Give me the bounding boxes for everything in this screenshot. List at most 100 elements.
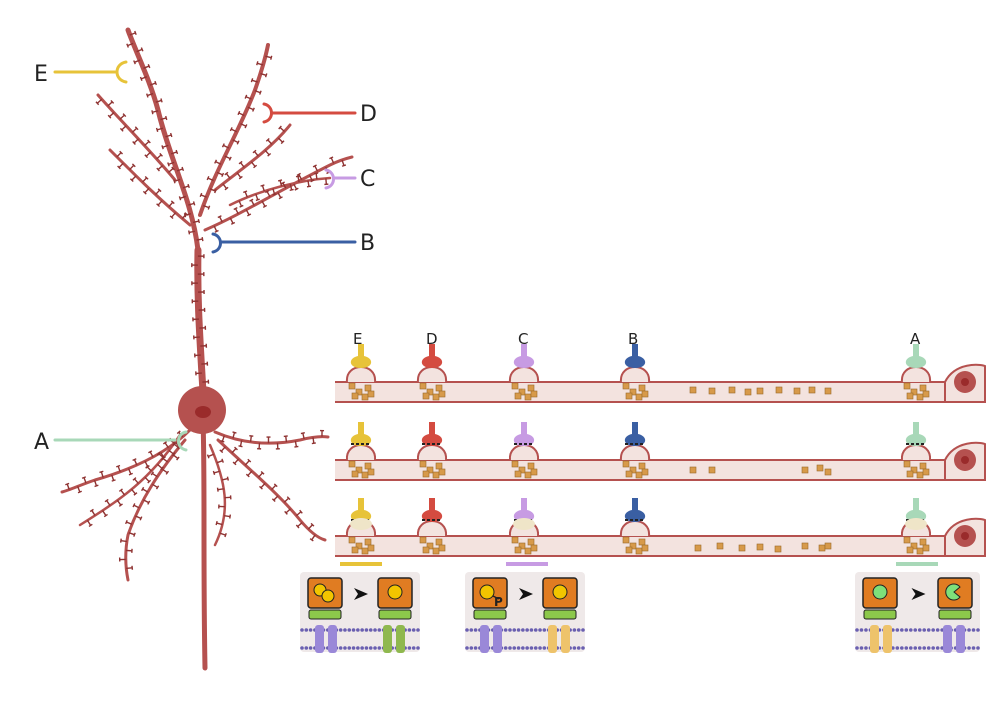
spine-head	[176, 430, 181, 435]
spine-head	[253, 164, 258, 169]
granule	[903, 382, 911, 390]
spine	[279, 126, 285, 132]
spine	[144, 476, 150, 483]
presynaptic-terminal	[513, 498, 535, 522]
dendritic-spines	[65, 30, 347, 570]
spine	[77, 486, 81, 493]
enlarged-spine	[905, 518, 927, 530]
lipid-head	[465, 628, 469, 632]
lipid-head	[971, 646, 976, 650]
spine	[257, 472, 264, 478]
spine	[213, 225, 218, 232]
lipid-head	[913, 646, 918, 650]
lipid-head	[508, 646, 512, 650]
spine-head	[132, 141, 136, 145]
spine-head	[206, 454, 210, 459]
spine	[131, 175, 137, 181]
spine-head	[900, 444, 932, 461]
spine	[250, 199, 255, 206]
spine-head	[99, 470, 104, 474]
spine	[247, 106, 254, 111]
granule	[635, 547, 643, 555]
spine	[168, 201, 174, 208]
spine	[66, 483, 70, 490]
spine	[282, 182, 287, 189]
granule	[625, 392, 633, 400]
granule	[774, 545, 782, 553]
spine	[152, 483, 158, 489]
granule	[419, 536, 427, 544]
neuron-inputs	[53, 60, 357, 452]
spine	[302, 432, 305, 440]
granule	[367, 544, 375, 552]
spine	[224, 514, 231, 518]
dendrite-label-b: B	[628, 330, 638, 348]
spine	[207, 453, 215, 458]
granule	[818, 544, 826, 552]
spine-head	[88, 523, 93, 528]
spine-head	[155, 127, 159, 133]
spine	[330, 157, 335, 164]
spine-head	[221, 172, 225, 177]
receptor-base	[473, 609, 507, 620]
presynaptic-terminal	[350, 498, 372, 522]
spine-head	[238, 175, 243, 180]
granule	[438, 544, 446, 552]
spine	[121, 125, 127, 131]
spine	[289, 183, 293, 191]
spine	[264, 149, 270, 156]
spine-head	[247, 458, 252, 463]
spine-head	[416, 366, 448, 383]
presynaptic-terminal	[624, 344, 646, 368]
nucleus	[195, 406, 211, 418]
synapse-b-row-1	[619, 344, 651, 401]
spine	[230, 128, 237, 133]
granule	[438, 390, 446, 398]
spine	[157, 463, 163, 469]
granule	[638, 384, 646, 392]
spine	[234, 208, 239, 215]
input-c	[324, 168, 357, 190]
spine-head	[134, 126, 139, 131]
spine	[272, 188, 276, 195]
spine-head	[299, 509, 303, 514]
ligand	[872, 584, 888, 600]
ion-channel-icon	[561, 625, 570, 653]
granule	[419, 460, 427, 468]
lipid-head	[926, 646, 931, 650]
lipid-head	[967, 646, 971, 650]
spine	[179, 195, 186, 199]
spine-head	[171, 452, 176, 457]
spine-head	[245, 473, 250, 478]
granule	[916, 393, 924, 401]
spine	[156, 127, 164, 131]
granule	[432, 547, 440, 555]
spine-head	[508, 366, 540, 383]
granule	[625, 546, 633, 554]
granule	[824, 468, 832, 476]
spine-head	[154, 80, 157, 86]
spine-head	[309, 538, 314, 542]
spine-head	[160, 466, 164, 471]
spine	[196, 238, 203, 241]
presynaptic-terminal	[513, 344, 535, 368]
spine	[146, 466, 152, 472]
lipid-head	[904, 646, 909, 650]
dendrite-rows	[335, 344, 986, 557]
lipid-head	[411, 628, 416, 632]
lipid-head	[935, 646, 940, 650]
spine-head	[284, 510, 288, 515]
lipid-head	[411, 646, 416, 650]
granule	[432, 471, 440, 479]
spine	[261, 200, 266, 207]
granule	[716, 542, 724, 550]
granule	[530, 544, 538, 552]
ion-channel-icon	[383, 625, 392, 653]
granule	[435, 462, 443, 470]
spine	[156, 154, 162, 160]
spine	[240, 123, 247, 127]
lipid-head	[908, 646, 913, 650]
synapse-b-row-2	[619, 422, 651, 479]
spine	[224, 155, 231, 160]
